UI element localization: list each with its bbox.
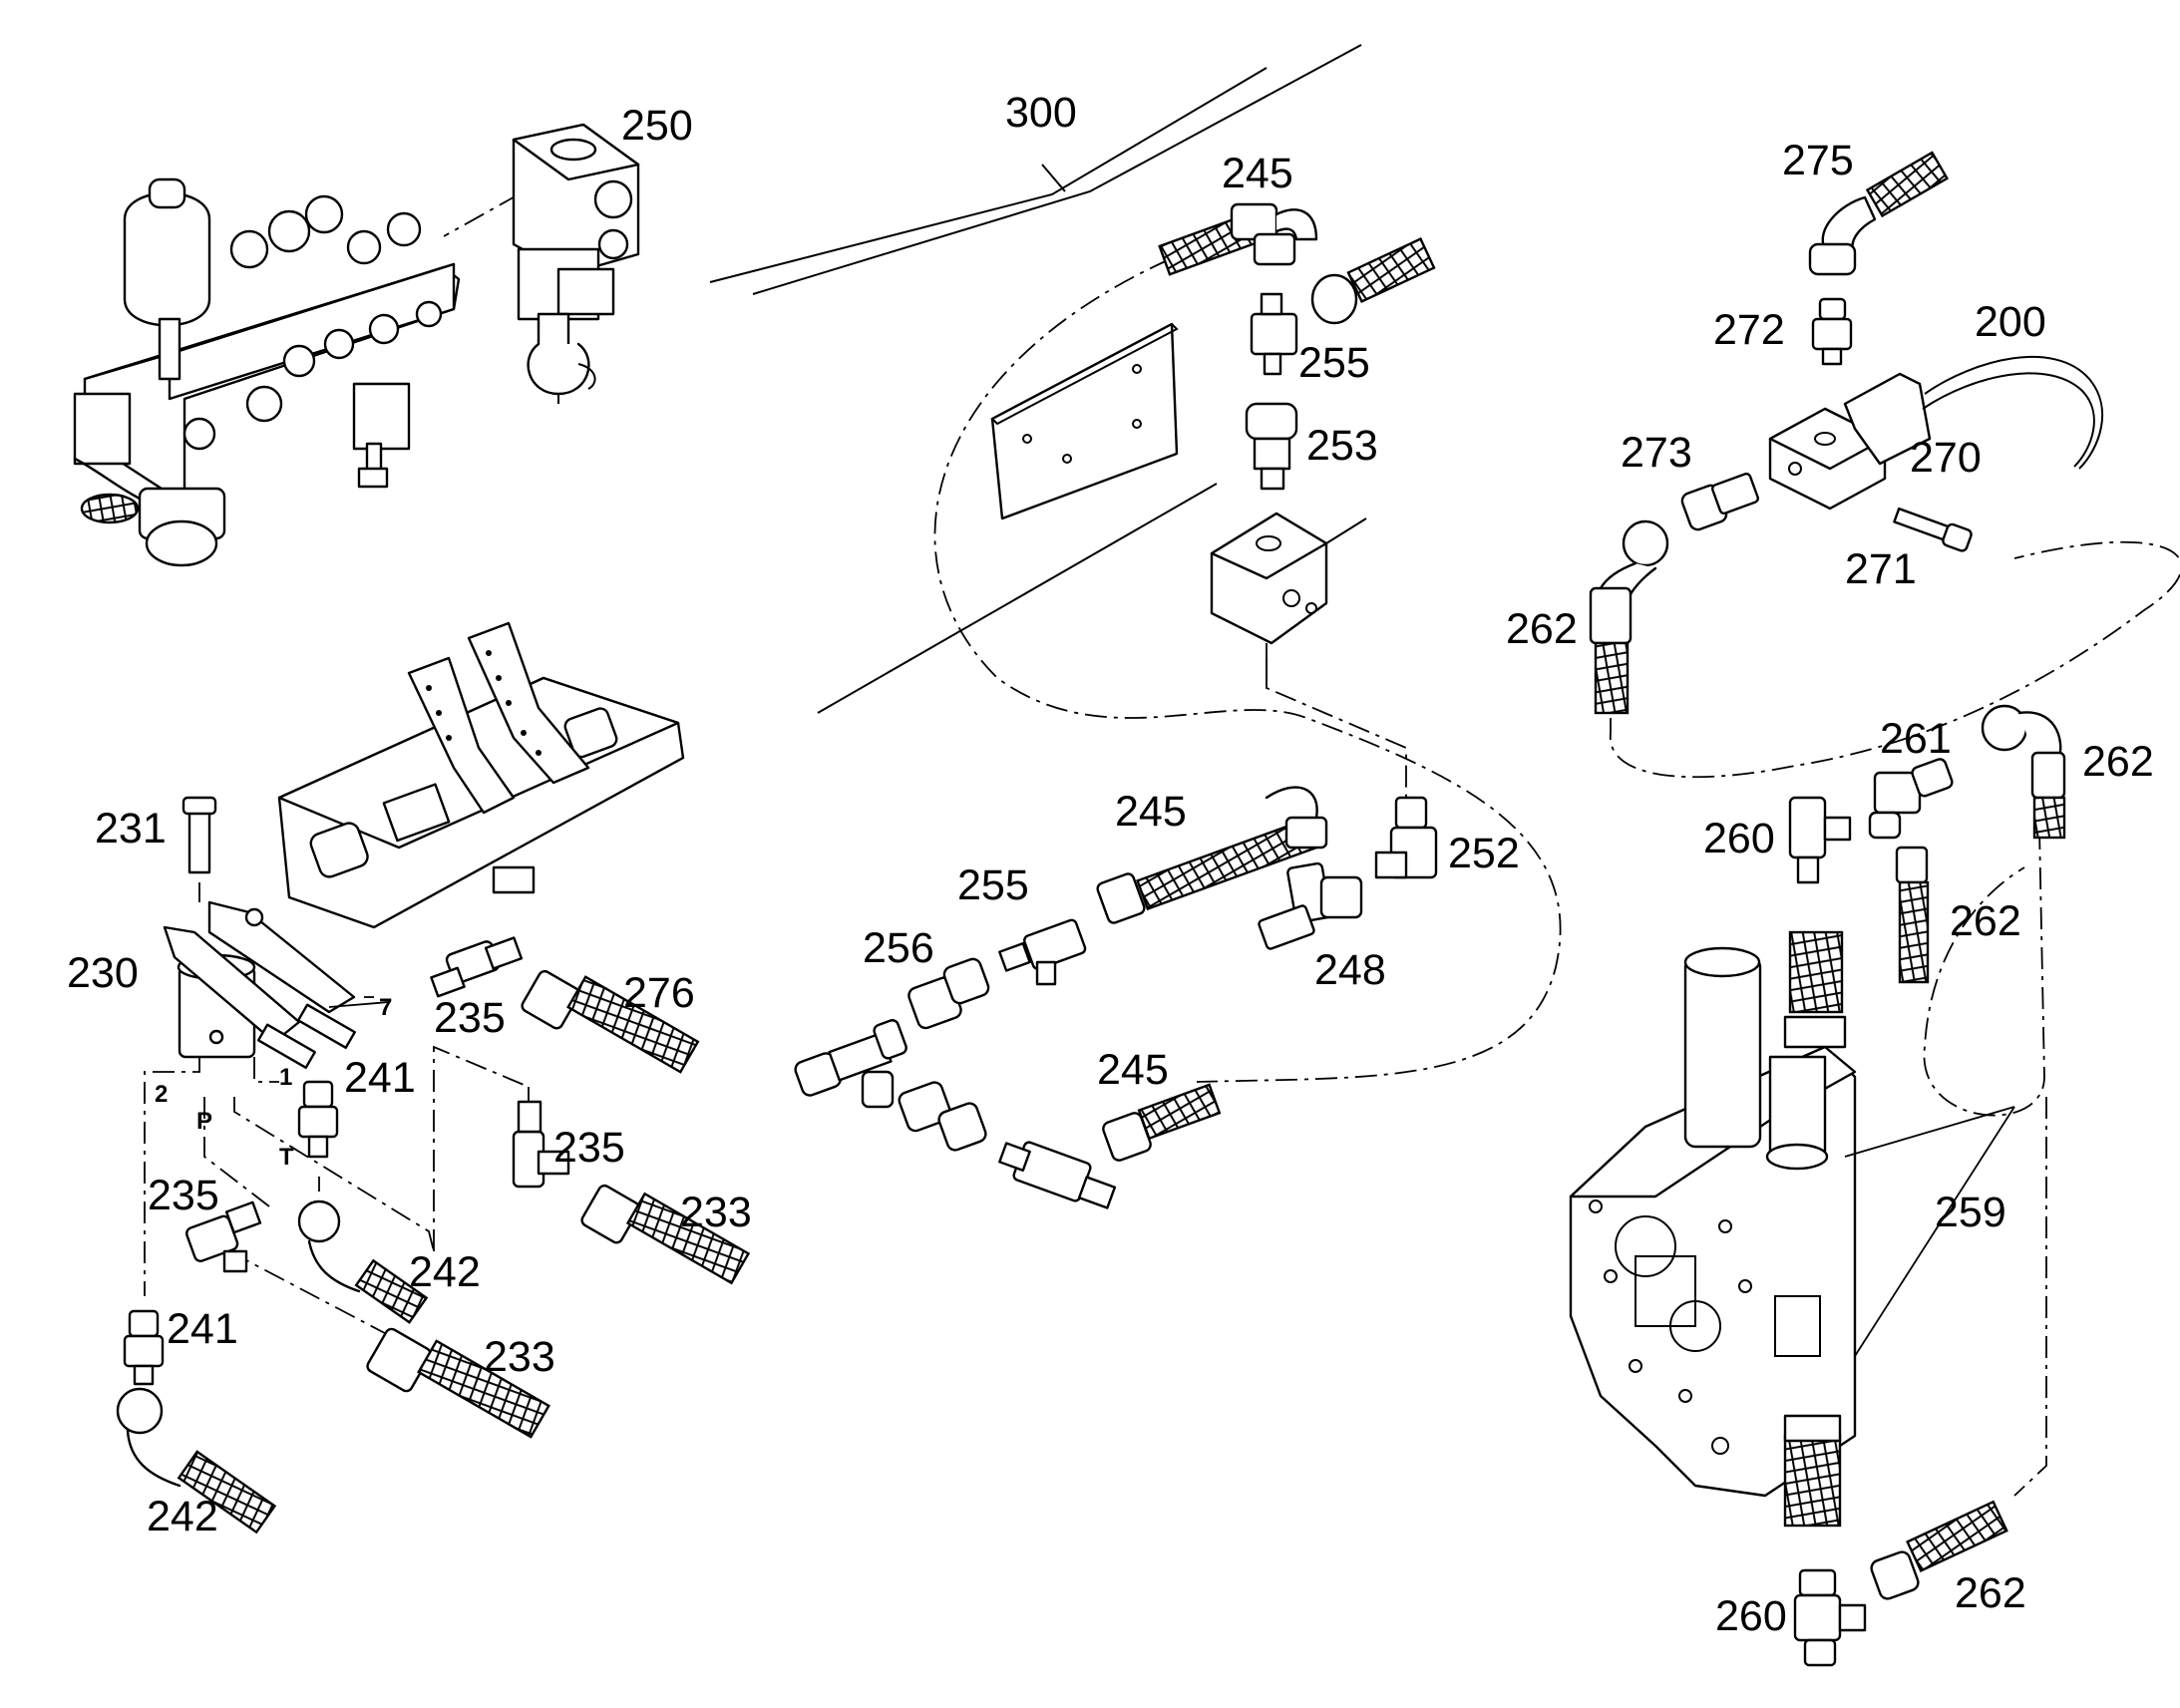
label-245-mid: 245 <box>1115 788 1187 836</box>
pedal-left <box>407 656 516 815</box>
hose-242-top <box>297 1199 429 1324</box>
hose-233-low <box>366 1327 550 1439</box>
label-242-low: 242 <box>147 1493 218 1540</box>
part-labels: 200 230 231 233 233 235 235 235 241 241 … <box>67 89 2154 1640</box>
label-262-short: 262 <box>1950 897 2021 945</box>
hand-valve-230 <box>163 796 356 1069</box>
label-275: 275 <box>1782 137 1854 184</box>
port-7: 7 <box>379 994 392 1021</box>
mounting-plate <box>990 322 1179 520</box>
label-262-bottom: 262 <box>1955 1569 2026 1617</box>
hose-245-top <box>1158 202 1318 276</box>
label-233-low: 233 <box>484 1333 555 1381</box>
fitting-235-top <box>430 936 524 998</box>
label-271: 271 <box>1845 545 1917 593</box>
bolt-231 <box>187 806 211 874</box>
port-P: P <box>196 1108 212 1135</box>
pedal-dots <box>426 650 542 756</box>
valve-block-center <box>1210 512 1367 688</box>
leader-lines <box>328 996 2015 1357</box>
fitting-255-top <box>1250 292 1298 376</box>
fitting-260-bottom <box>1793 1568 1867 1667</box>
hose-276 <box>521 969 700 1074</box>
label-253: 253 <box>1306 422 1378 470</box>
label-245-low: 245 <box>1097 1046 1169 1094</box>
label-272: 272 <box>1713 306 1785 354</box>
label-259: 259 <box>1935 1189 2006 1236</box>
hose-245-mid <box>1096 786 1328 924</box>
label-256: 256 <box>863 924 934 972</box>
pedal-assembly <box>277 621 685 929</box>
port-T: T <box>279 1144 294 1171</box>
label-248: 248 <box>1314 946 1386 994</box>
fitting-260-top <box>1788 796 1852 884</box>
hose-245-low <box>1102 1083 1222 1162</box>
fitting-241-top <box>297 1080 339 1159</box>
fitting-235-low <box>185 1200 262 1273</box>
label-255-top: 255 <box>1298 339 1370 387</box>
port-labels: 1 2 7 P T <box>155 994 392 1171</box>
solenoid-270 <box>1768 355 2104 511</box>
hose-233-mid <box>580 1184 751 1285</box>
label-231: 231 <box>95 805 167 853</box>
fitting-252 <box>1374 796 1438 879</box>
tee-fitting <box>794 1019 908 1109</box>
fitting-272 <box>1811 297 1853 366</box>
label-300: 300 <box>1005 89 1077 137</box>
label-200: 200 <box>1975 298 2046 346</box>
fitting-241-low <box>123 1309 165 1386</box>
fitting-255-mid <box>998 918 1087 986</box>
label-261: 261 <box>1880 715 1952 763</box>
label-252: 252 <box>1448 830 1520 877</box>
label-241-low: 241 <box>167 1305 238 1353</box>
pedal-right <box>467 621 590 785</box>
label-250: 250 <box>621 102 693 150</box>
label-242-top: 242 <box>409 1248 481 1296</box>
label-235-mid: 235 <box>553 1124 625 1172</box>
label-273: 273 <box>1621 429 1692 477</box>
label-230: 230 <box>67 949 139 997</box>
label-262-mid: 262 <box>2082 738 2154 786</box>
port-2: 2 <box>155 1081 168 1108</box>
hose-242-low <box>116 1387 277 1535</box>
hose-262-mid <box>1981 704 2066 840</box>
port-1: 1 <box>279 1064 292 1091</box>
label-260-top: 260 <box>1703 815 1775 862</box>
hose-262-bottom <box>1870 1500 2008 1600</box>
valve-manifold-assembly <box>73 123 640 567</box>
label-276: 276 <box>623 969 695 1017</box>
valve-holes <box>1589 1199 1752 1455</box>
fitting-253 <box>1245 402 1298 491</box>
label-270: 270 <box>1910 434 1982 482</box>
label-235-low: 235 <box>148 1172 219 1219</box>
hose-262-top <box>1589 519 1669 715</box>
valve-manifold-fittings <box>182 194 443 451</box>
label-260-bottom: 260 <box>1715 1592 1787 1640</box>
control-valve-259 <box>1569 930 1857 1528</box>
label-241-top: 241 <box>344 1054 416 1102</box>
label-255-mid: 255 <box>957 861 1029 909</box>
frame-outline <box>709 44 1362 714</box>
fitting-235-mid <box>512 1100 570 1189</box>
nut-256 <box>908 957 990 1030</box>
fitting-273 <box>1680 472 1759 531</box>
screw-271 <box>1893 507 1973 552</box>
fitting-261 <box>1868 758 1954 840</box>
label-245-top: 245 <box>1222 150 1293 197</box>
fitting-248 <box>1258 861 1363 950</box>
hose-262-short <box>1895 846 1930 984</box>
label-235-top: 235 <box>434 994 506 1042</box>
hose-275 <box>1808 151 1950 276</box>
label-262-top: 262 <box>1506 605 1578 653</box>
nut-double <box>898 1081 987 1152</box>
label-233-mid: 233 <box>680 1189 752 1236</box>
fitting-cross <box>998 1141 1117 1209</box>
hose-end-unlabeled <box>1310 236 1436 325</box>
